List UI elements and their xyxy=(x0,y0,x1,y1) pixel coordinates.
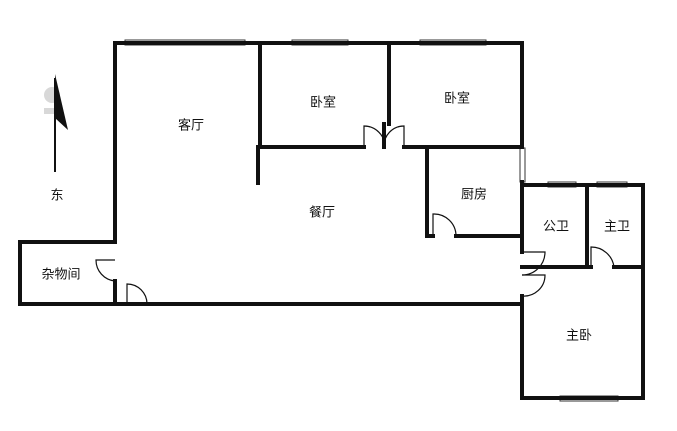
room-label-kitchen: 厨房 xyxy=(460,187,488,203)
door-storage xyxy=(95,259,116,282)
room-label-bedroom-2: 卧室 xyxy=(443,91,471,107)
room-label-dining-room: 餐厅 xyxy=(308,205,336,221)
doors xyxy=(95,125,615,305)
room-label-living-room: 客厅 xyxy=(177,118,205,134)
room-label-storage: 杂物间 xyxy=(41,267,81,283)
door-public-bath xyxy=(521,251,546,276)
door-entry xyxy=(126,283,148,305)
compass-direction-label: 东 xyxy=(50,188,64,204)
window-kitchen-right xyxy=(519,147,526,183)
room-label-bedroom-1: 卧室 xyxy=(309,95,337,111)
exterior-walls xyxy=(18,41,645,400)
room-label-public-bath: 公卫 xyxy=(542,219,570,235)
room-label-master-bedroom: 主卧 xyxy=(565,328,593,344)
compass-arrow-icon xyxy=(54,74,68,172)
room-label-master-bath: 主卫 xyxy=(603,219,631,235)
door-master-bedroom xyxy=(521,274,546,297)
door-bedroom-2 xyxy=(383,125,405,148)
door-kitchen xyxy=(432,213,457,237)
door-master-bath xyxy=(590,246,615,268)
door-bedroom-1 xyxy=(363,125,386,148)
interior-walls xyxy=(256,41,645,269)
